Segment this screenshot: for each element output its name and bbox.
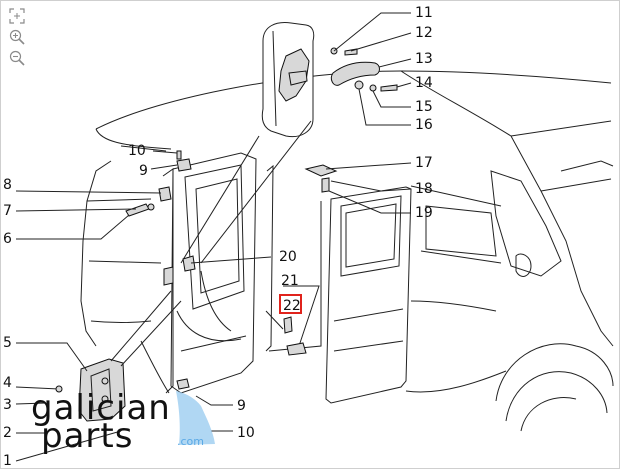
callout-10-upper[interactable]: 10 [128,143,146,159]
watermark-line2: parts [41,416,133,456]
callout-1[interactable]: 1 [3,453,12,469]
callout-8[interactable]: 8 [3,177,12,193]
rear-door-left [170,152,257,394]
leader-lines-lower [195,395,233,432]
lock-striker-group [265,285,320,356]
check-strap-group [15,150,192,240]
hinge-detail-bubble [261,22,398,138]
watermark-logo: galician parts .com [31,388,215,456]
callout-11[interactable]: 11 [415,5,433,21]
latch-group [163,255,272,286]
callout-6[interactable]: 6 [3,231,12,247]
callout-22[interactable]: 22 [283,298,301,314]
selected-callout-highlight [279,294,302,314]
callout-17[interactable]: 17 [415,155,433,171]
callout-5[interactable]: 5 [3,335,12,351]
callout-20[interactable]: 20 [279,249,297,265]
callout-labels: 11 12 13 14 15 16 17 18 19 10 9 8 7 6 20… [3,5,433,469]
callout-12[interactable]: 12 [415,25,433,41]
watermark-line1: galician [31,388,171,428]
callout-15[interactable]: 15 [415,99,433,115]
callout-2[interactable]: 2 [3,425,12,441]
striker-plate-group [304,162,412,214]
callout-18[interactable]: 18 [415,181,433,197]
watermark-suffix: .com [177,435,204,448]
callout-10-lower[interactable]: 10 [237,425,255,441]
callout-14[interactable]: 14 [415,75,433,91]
callout-4[interactable]: 4 [3,375,12,391]
callout-9-lower[interactable]: 9 [237,398,246,414]
callout-7[interactable]: 7 [3,203,12,219]
callout-21[interactable]: 21 [281,273,299,289]
watermark-shape [176,391,215,445]
lower-hinge-group [15,290,190,462]
callout-13[interactable]: 13 [415,51,433,67]
callout-9-upper[interactable]: 9 [139,163,148,179]
callout-19[interactable]: 19 [415,205,433,221]
fit-to-screen-icon[interactable] [8,7,26,25]
callout-3[interactable]: 3 [3,397,12,413]
callout-16[interactable]: 16 [415,117,433,133]
leader-lines-upper [180,12,412,264]
zoom-in-icon[interactable] [8,28,26,46]
van-body [80,70,614,432]
viewer-toolbar [8,7,28,70]
zoom-out-icon[interactable] [8,49,26,67]
side-door [325,186,412,404]
